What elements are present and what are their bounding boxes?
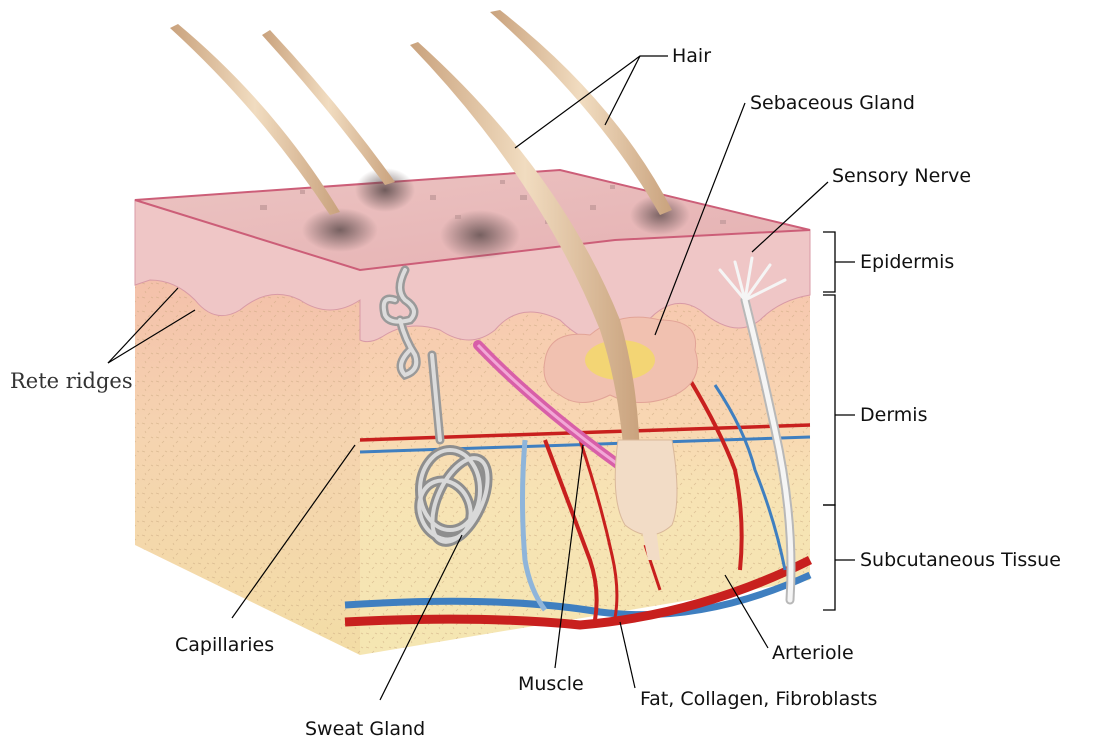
dermis-label: Dermis [860,404,927,426]
muscle-label: Muscle [518,673,584,695]
hair-label: Hair [672,45,711,67]
layer-brackets [823,232,855,610]
capillaries-label: Capillaries [175,634,274,656]
subcutaneous-tissue-label: Subcutaneous Tissue [860,549,1061,571]
sensory-nerve-label: Sensory Nerve [832,165,971,187]
rete-ridges-label: Rete ridges [10,369,133,393]
sebaceous-gland-label: Sebaceous Gland [750,92,915,114]
arteriole-label: Arteriole [772,642,854,664]
sweat-gland-label: Sweat Gland [305,718,425,740]
epidermis-label: Epidermis [860,251,954,273]
fat-collagen-fibroblasts-label: Fat, Collagen, Fibroblasts [640,688,877,710]
